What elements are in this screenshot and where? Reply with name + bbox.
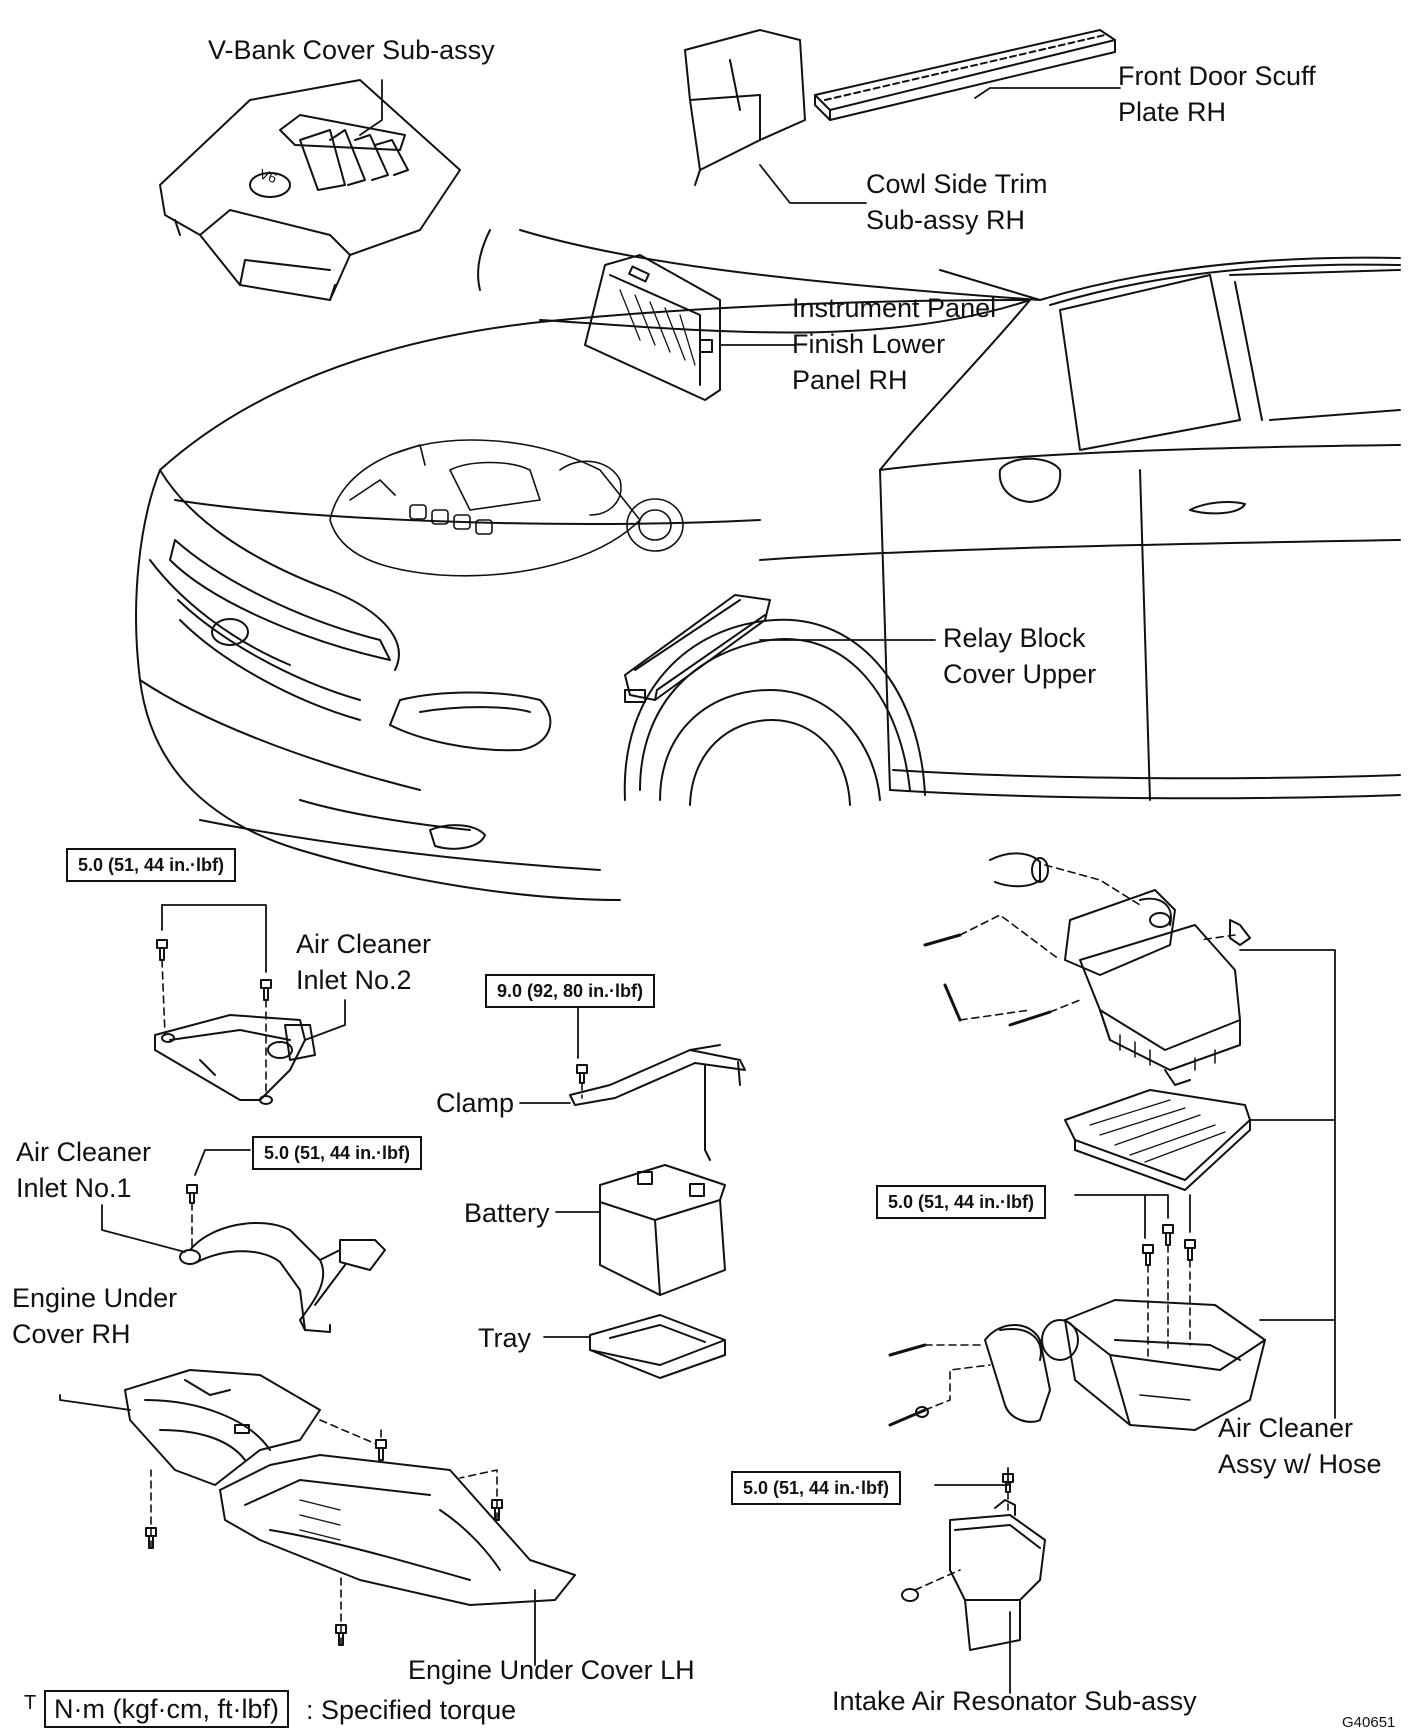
air-cleaner-inlet2-label-line1: Air Cleaner [296,929,432,959]
tray-label: Tray [478,1323,531,1353]
engine-under-cover-rh-part [124,1369,321,1486]
torque-spec-air-cleaner: 5.0 (51, 44 in.·lbf) [876,1185,1047,1219]
tray-part [589,1314,726,1379]
air-cleaner-inlet1-label-line1: Air Cleaner [16,1137,152,1167]
leader-lines [59,79,1336,1694]
torque-spec-clamp: 9.0 (92, 80 in.·lbf) [485,974,656,1008]
bolt-inlet1 [186,1184,198,1204]
engine-under-cover-rh-label-line2: Cover RH [12,1319,131,1349]
relay-block-cover-upper-part [624,594,771,703]
air-cleaner-assy-label-line1: Air Cleaner [1218,1413,1354,1443]
engine-under-cover-rh-label-line1: Engine Under [12,1283,178,1313]
bolt-inlet2-b [260,979,272,1001]
battery-label: Battery [464,1198,550,1228]
front-door-scuff-plate-part [814,29,1116,121]
bolt-inlet2-a [156,939,168,961]
car-body-outline [135,229,1401,901]
cowl-side-trim-label-line2: Sub-assy RH [866,205,1026,235]
instrument-panel-finish-lower-part [584,254,721,401]
instrument-panel-label-line1: Instrument Panel [792,293,997,323]
relay-block-label-line1: Relay Block [943,623,1086,653]
v-bank-cover-part: V6 [159,79,461,301]
engine-bay [329,439,684,577]
bolt-air-cleaner-c [1184,1239,1196,1261]
air-cleaner-lower-case-part [888,1299,1266,1431]
legend-description: : Specified torque [306,1695,517,1725]
battery-part [599,1164,726,1296]
clamp-part [569,1044,746,1161]
legend-unit-box: N·m (kgf·cm, ft·lbf) [44,1690,289,1728]
air-filter-element-part [1064,1089,1251,1191]
engine-under-cover-lh-label: Engine Under Cover LH [408,1655,695,1685]
torque-spec-inlet2: 5.0 (51, 44 in.·lbf) [66,848,237,882]
intake-air-resonator-part [901,1499,1046,1651]
air-cleaner-upper-case-part [923,852,1251,1086]
torque-symbol: T [24,1692,37,1714]
bolt-clamp [576,1064,588,1084]
bolt-air-cleaner-b [1142,1244,1154,1266]
alignment-lines [150,864,1236,1646]
intake-air-resonator-label: Intake Air Resonator Sub-assy [832,1686,1197,1716]
front-door-scuff-label-line1: Front Door Scuff [1118,61,1316,91]
instrument-panel-label-line3: Panel RH [792,365,908,395]
air-cleaner-inlet2-label-line2: Inlet No.2 [296,965,412,995]
engine-under-cover-lh-part [219,1454,576,1606]
clamp-label: Clamp [436,1088,515,1118]
relay-block-label-line2: Cover Upper [943,659,1097,689]
torque-spec-resonator: 5.0 (51, 44 in.·lbf) [731,1471,902,1505]
cowl-side-trim-label-line1: Cowl Side Trim [866,169,1048,199]
air-cleaner-inlet-no2-part [154,1014,316,1105]
bolt-air-cleaner-a [1162,1224,1174,1246]
torque-spec-inlet1: 5.0 (51, 44 in.·lbf) [252,1136,423,1170]
front-door-scuff-label-line2: Plate RH [1118,97,1227,127]
v-bank-cover-label: V-Bank Cover Sub-assy [208,35,495,65]
bolt-rh-cover-a [375,1439,387,1461]
air-cleaner-inlet1-label-line2: Inlet No.1 [16,1173,132,1203]
air-cleaner-assy-label-line2: Assy w/ Hose [1218,1449,1382,1479]
air-cleaner-inlet-no1-part [179,1222,386,1333]
bolts [145,939,1196,1646]
figure-code: G40651 [1342,1714,1396,1731]
instrument-panel-label-line2: Finish Lower [792,329,946,359]
cowl-side-trim-part [684,29,806,186]
svg-text:V6: V6 [257,165,279,186]
